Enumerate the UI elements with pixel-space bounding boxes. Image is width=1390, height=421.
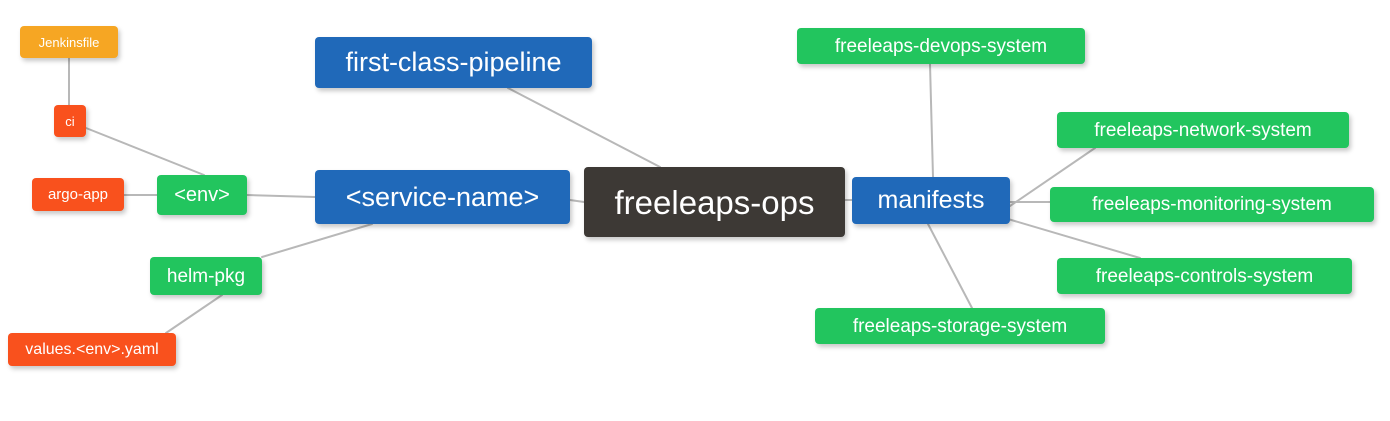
mindmap-node-label-freeleaps-devops-system: freeleaps-devops-system — [834, 35, 1048, 57]
mindmap-node-label-helm-pkg: helm-pkg — [166, 265, 246, 287]
mindmap-node-label-freeleaps-storage-system: freeleaps-storage-system — [852, 315, 1068, 337]
mindmap-node-label-freeleaps-network-system: freeleaps-network-system — [1094, 119, 1312, 141]
mindmap-node-freeleaps-network-system[interactable]: freeleaps-network-system — [1057, 112, 1349, 148]
mindmap-node-label-jenkinsfile: Jenkinsfile — [38, 34, 100, 50]
mindmap-node-service-name[interactable]: <service-name> — [315, 170, 570, 224]
edge-first-class-pipeline-to-freeleaps-ops — [507, 87, 661, 168]
mindmap-node-env[interactable]: <env> — [157, 175, 247, 215]
edge-manifests-to-freeleaps-storage-system — [927, 223, 973, 309]
mindmap-node-argo-app[interactable]: argo-app — [32, 178, 124, 211]
mindmap-node-label-freeleaps-ops: freeleaps-ops — [614, 183, 815, 221]
mindmap-node-freeleaps-storage-system[interactable]: freeleaps-storage-system — [815, 308, 1105, 344]
mindmap-node-manifests[interactable]: manifests — [852, 177, 1010, 224]
edge-service-name-to-freeleaps-ops — [569, 199, 585, 203]
edge-ci-to-env — [85, 127, 205, 176]
mindmap-node-label-freeleaps-controls-system: freeleaps-controls-system — [1095, 265, 1314, 287]
mindmap-node-label-argo-app: argo-app — [47, 186, 109, 203]
mindmap-node-label-freeleaps-monitoring-system: freeleaps-monitoring-system — [1092, 194, 1332, 215]
mindmap-node-freeleaps-devops-system[interactable]: freeleaps-devops-system — [797, 28, 1085, 64]
edge-manifests-to-freeleaps-devops-system — [929, 63, 934, 178]
edge-helm-pkg-to-service-name — [261, 223, 373, 258]
mindmap-node-label-ci: ci — [65, 113, 75, 129]
mindmap-node-label-service-name: <service-name> — [345, 181, 540, 212]
mindmap-node-first-class-pipeline[interactable]: first-class-pipeline — [315, 37, 592, 88]
edge-env-to-service-name — [246, 194, 316, 198]
mindmap-node-label-first-class-pipeline: first-class-pipeline — [345, 47, 562, 77]
mindmap-node-freeleaps-monitoring-system[interactable]: freeleaps-monitoring-system — [1050, 187, 1374, 222]
mindmap-node-jenkinsfile[interactable]: Jenkinsfile — [20, 26, 118, 58]
mindmap-node-freeleaps-ops[interactable]: freeleaps-ops — [584, 167, 845, 237]
edge-manifests-to-freeleaps-controls-system — [1007, 218, 1141, 259]
mindmap-node-helm-pkg[interactable]: helm-pkg — [150, 257, 262, 295]
mindmap-node-freeleaps-controls-system[interactable]: freeleaps-controls-system — [1057, 258, 1352, 294]
mindmap-node-label-values-env-yaml: values.<env>.yaml — [25, 340, 159, 358]
mindmap-node-values-env-yaml[interactable]: values.<env>.yaml — [8, 333, 176, 366]
mindmap-node-label-env: <env> — [174, 184, 230, 206]
mindmap-node-label-manifests: manifests — [877, 186, 985, 214]
mindmap-node-ci[interactable]: ci — [54, 105, 86, 137]
edge-values-env-yaml-to-helm-pkg — [165, 294, 223, 334]
